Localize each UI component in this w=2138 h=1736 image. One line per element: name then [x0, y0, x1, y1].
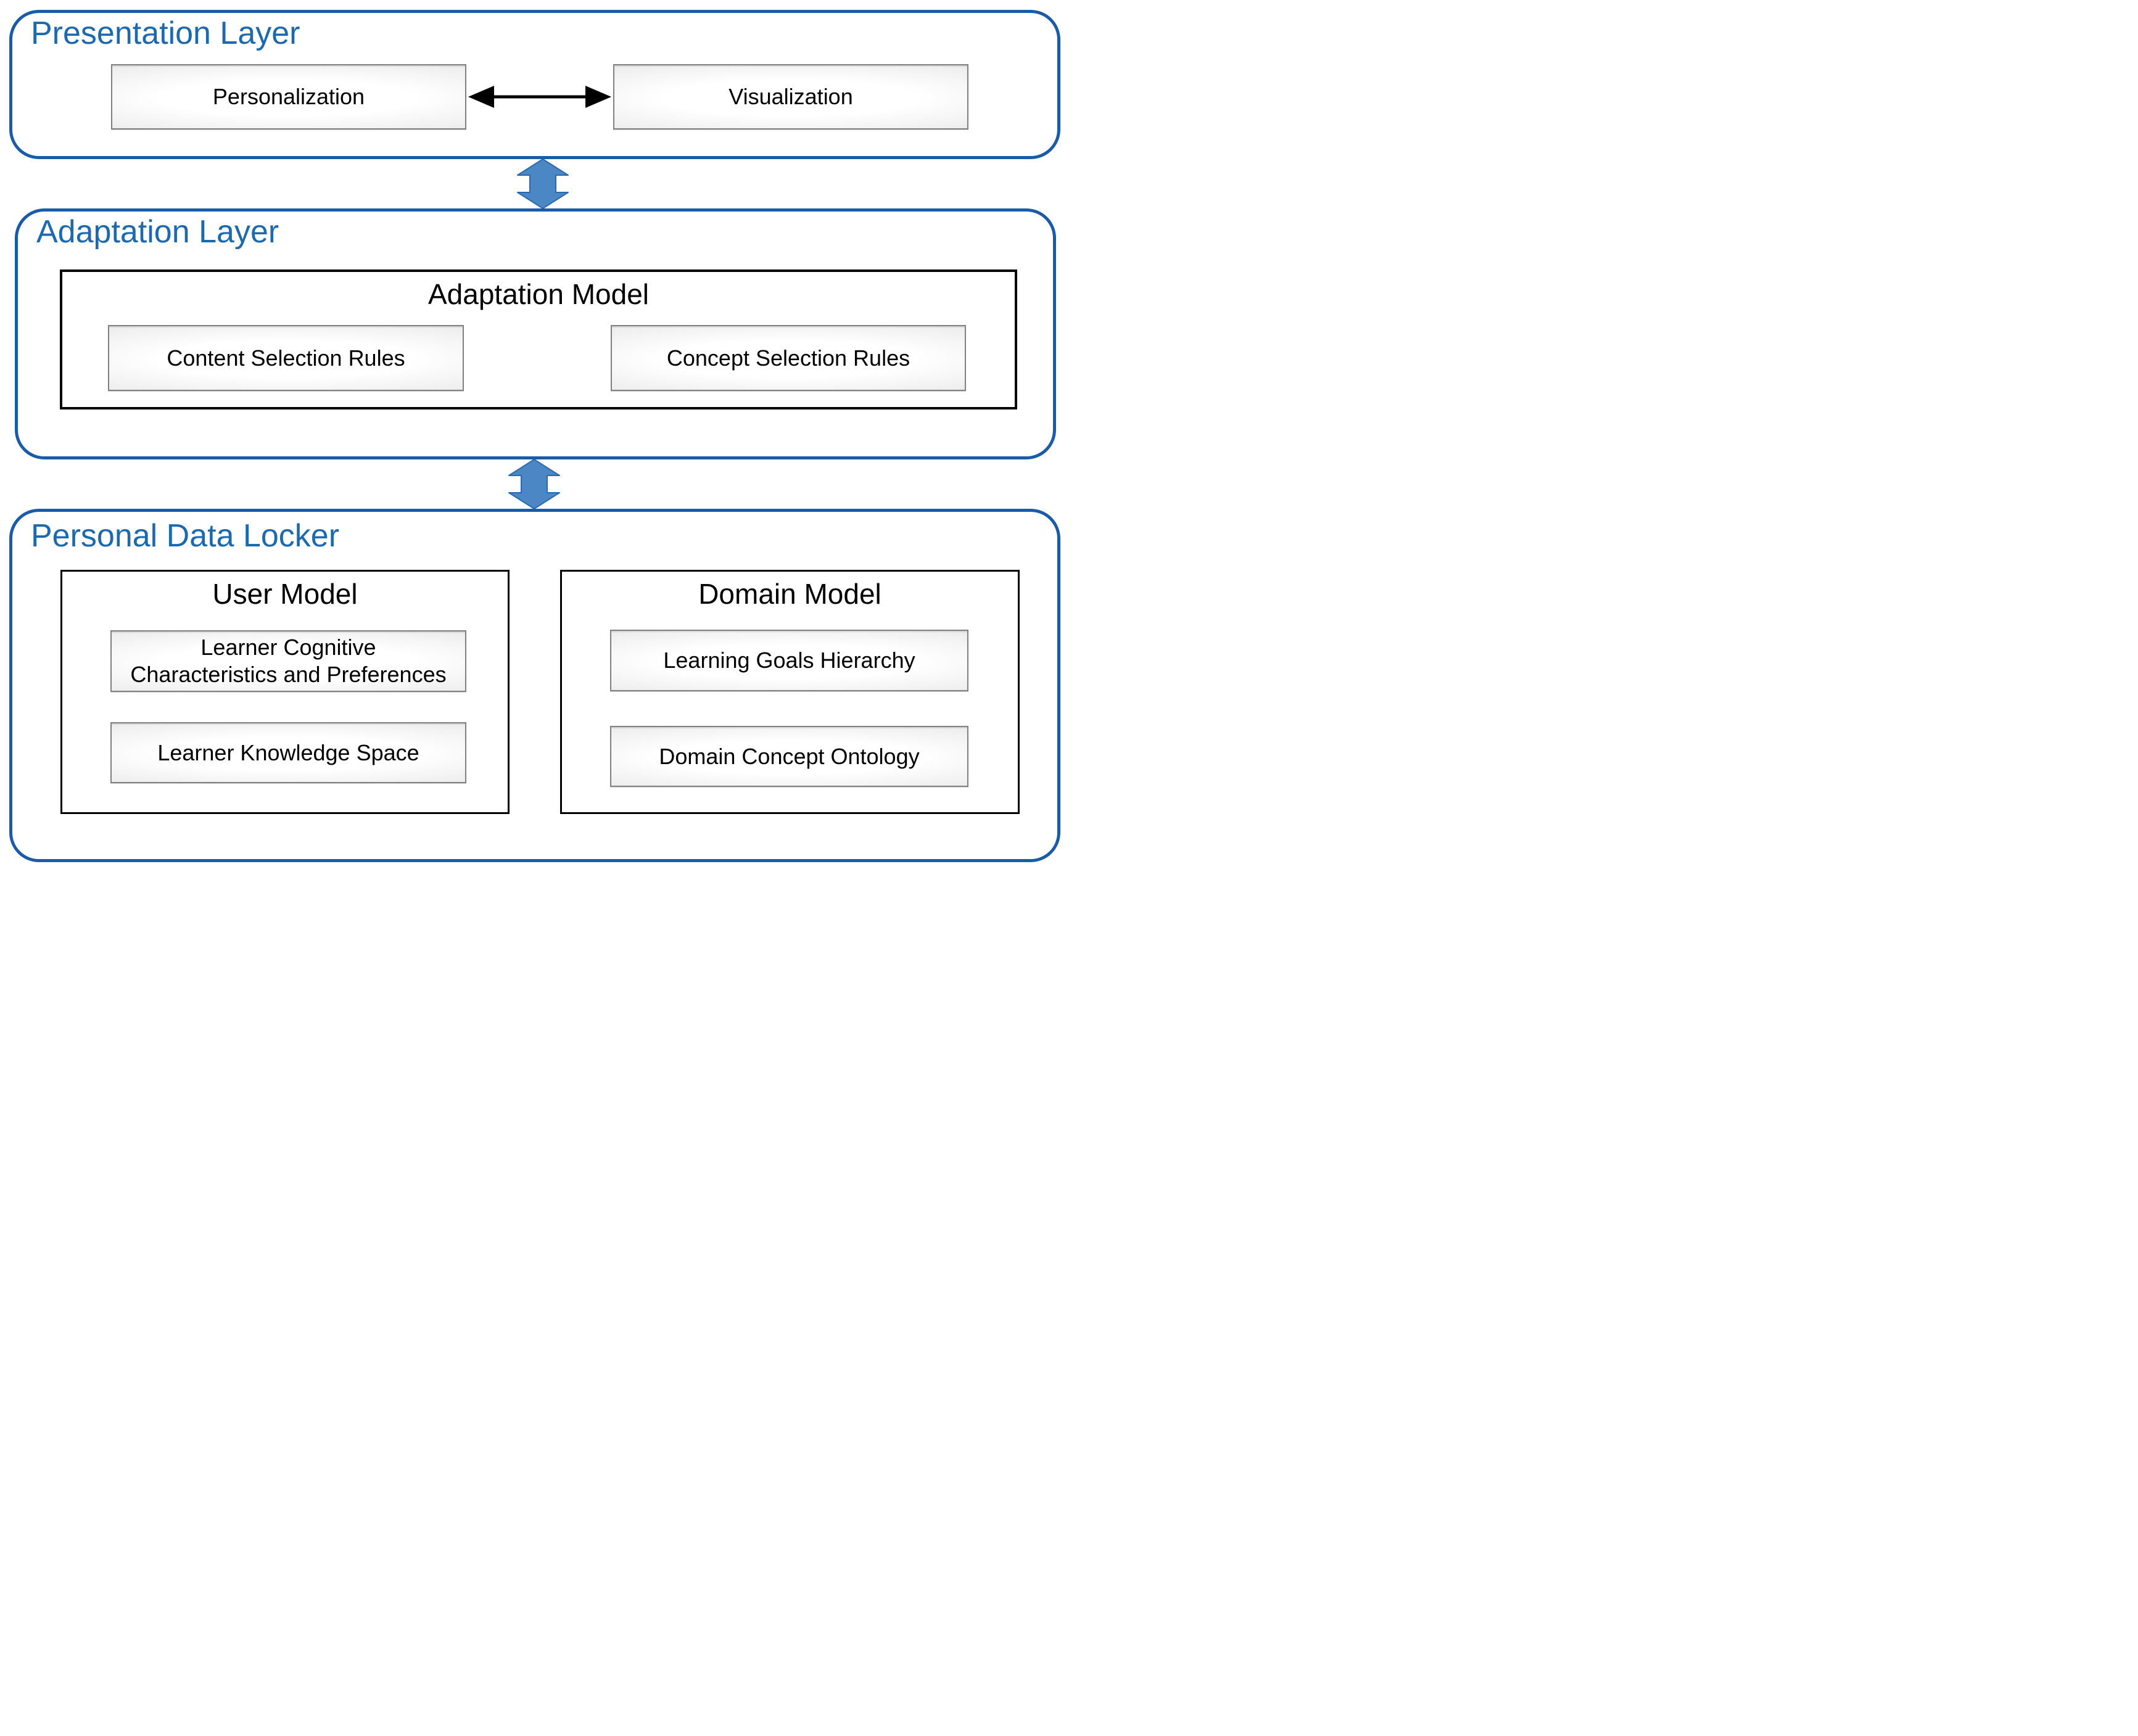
domain-model-box: Domain Model Learning Goals Hierarchy Do…	[560, 570, 1020, 814]
adaptation-layer-title: Adaptation Layer	[36, 214, 279, 250]
horizontal-double-arrow-icon	[466, 78, 613, 115]
adaptation-layer-container: Adaptation Layer Adaptation Model Conten…	[15, 208, 1056, 459]
visualization-box: Visualization	[613, 64, 968, 130]
content-selection-rules-box: Content Selection Rules	[108, 325, 464, 391]
user-model-title: User Model	[212, 578, 358, 610]
vertical-double-arrow-icon	[508, 459, 560, 509]
personalization-box: Personalization	[111, 64, 466, 130]
vertical-double-arrow-icon	[517, 158, 569, 209]
presentation-layer-container: Presentation Layer Personalization Visua…	[9, 10, 1060, 159]
concept-selection-rules-box: Concept Selection Rules	[611, 325, 966, 391]
domain-model-title: Domain Model	[698, 578, 881, 610]
architecture-diagram: Presentation Layer Personalization Visua…	[0, 0, 1069, 868]
presentation-layer-title: Presentation Layer	[31, 15, 300, 51]
adaptation-model-title: Adaptation Model	[427, 278, 650, 310]
learning-goals-hierarchy-box: Learning Goals Hierarchy	[610, 630, 968, 691]
adaptation-model-box: Adaptation Model Content Selection Rules…	[60, 269, 1017, 409]
user-model-box: User Model Learner Cognitive Characteris…	[60, 570, 510, 814]
learner-knowledge-space-box: Learner Knowledge Space	[110, 722, 466, 783]
domain-concept-ontology-box: Domain Concept Ontology	[610, 726, 968, 787]
learner-cognitive-characteristics-box: Learner Cognitive Characteristics and Pr…	[110, 630, 466, 692]
personal-data-locker-container: Personal Data Locker User Model Learner …	[9, 509, 1060, 862]
personal-data-locker-title: Personal Data Locker	[31, 518, 340, 554]
